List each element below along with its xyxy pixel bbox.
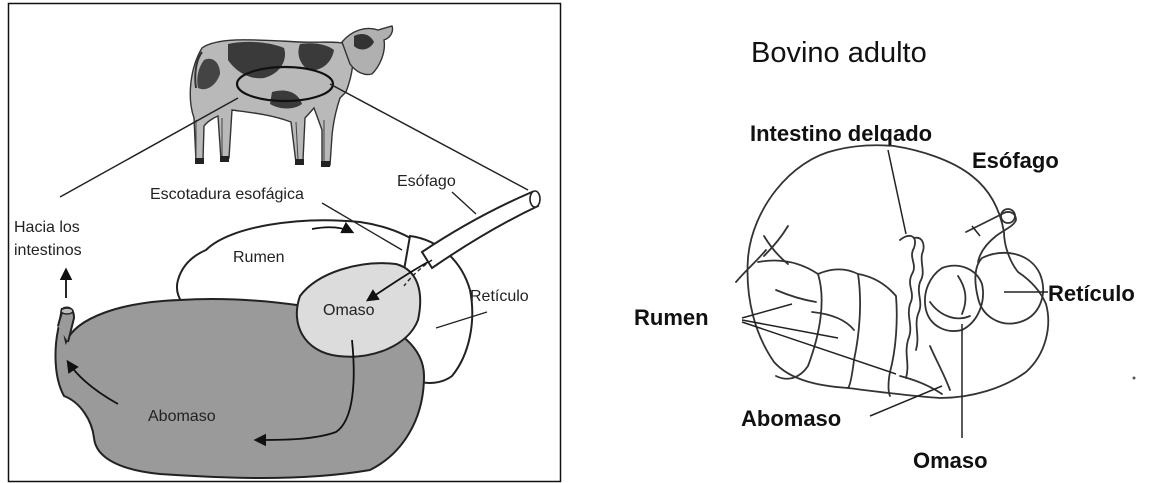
diagram-title: Bovino adulto [751,37,927,69]
label-esofago-left: Esófago [397,173,456,190]
label-rumen-right: Rumen [634,305,709,330]
label-abomaso-right: Abomaso [741,406,841,431]
leader-esofago [452,192,476,214]
zoom-line-left [60,98,238,197]
label-esofago-right: Esófago [972,148,1059,173]
label-rumen-left: Rumen [233,249,285,266]
label-reticulo-left: Retículo [470,288,529,305]
label-omaso-right: Omaso [913,448,988,473]
label-omaso-left: Omaso [323,302,375,319]
calf-illustration [190,26,392,167]
duodenum-opening [61,308,73,314]
label-abomaso-left: Abomaso [148,408,216,425]
label-escotadura-esofagica: Escotadura esofágica [150,186,304,203]
leader-abomaso-right [870,386,942,416]
label-intestino-delqado: Intestino delqado [750,121,932,146]
esophagus-opening [530,191,540,207]
esophagus-tube [422,192,538,268]
label-reticulo-right: Retículo [1048,281,1135,306]
label-intestinos: intestinos [14,242,82,259]
left-panel: Hacia los intestinos Escotadura esofágic… [9,4,561,482]
adult-stomach-sketch [736,145,1048,398]
leader-intestino [888,150,906,234]
leader-rumen-1 [742,304,792,318]
right-panel: Bovino adulto [634,37,1136,473]
label-hacia-los: Hacia los [14,219,80,236]
stray-dot [1133,377,1136,380]
